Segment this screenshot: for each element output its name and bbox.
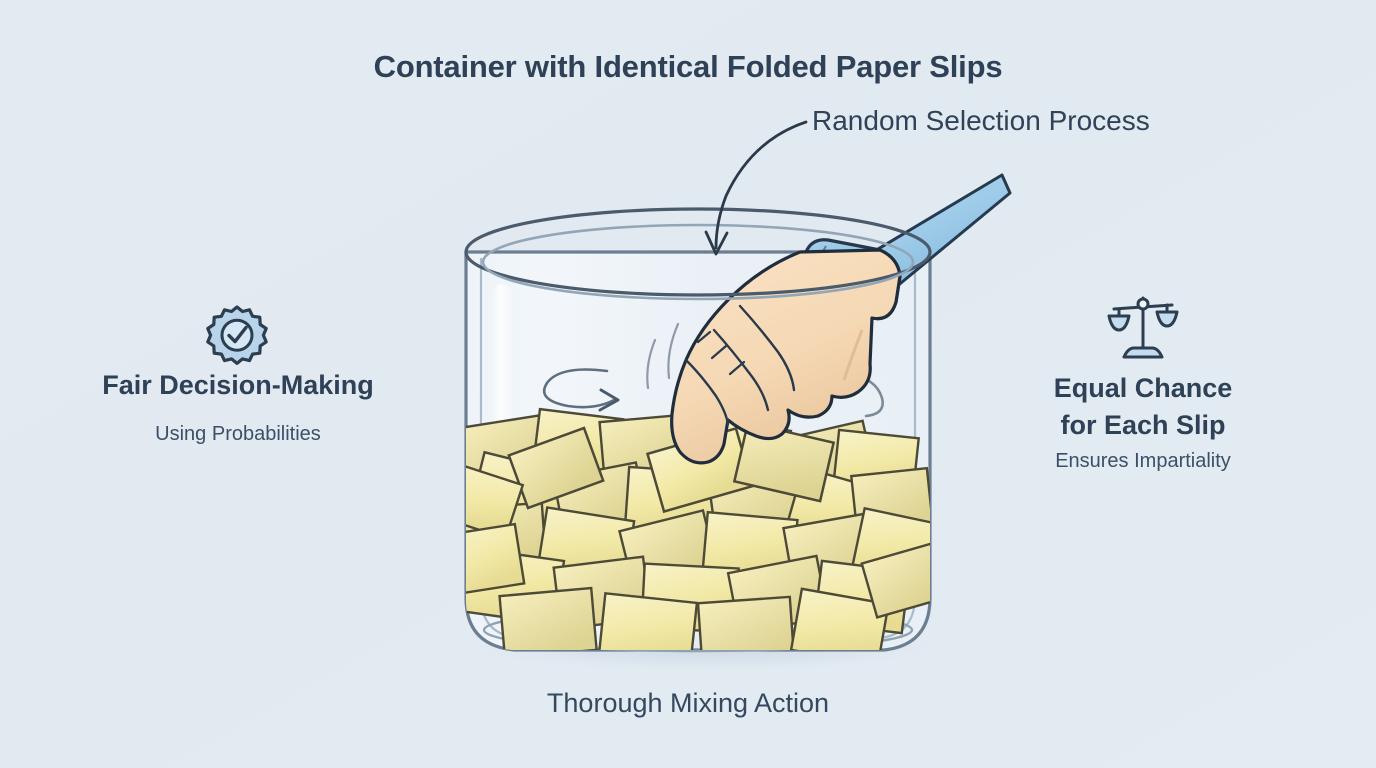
mixing-arrow-left	[542, 368, 620, 412]
slip	[466, 522, 526, 598]
hand-reaching-in	[670, 173, 1012, 465]
annotation-arrowhead	[704, 230, 729, 256]
gear-check-icon	[202, 303, 272, 373]
jar-rim-inner	[481, 223, 915, 301]
slip	[860, 541, 930, 619]
annotation-arrow	[714, 120, 808, 250]
annotation-label: Random Selection Process	[812, 105, 1150, 136]
slip	[597, 592, 699, 650]
jar-rim-outer	[464, 207, 932, 297]
right-callout-heading: Equal Chance for Each Slip	[950, 370, 1336, 445]
balance-scale-icon	[1106, 292, 1180, 366]
bottom-caption: Thorough Mixing Action	[546, 688, 830, 718]
slip	[498, 586, 598, 650]
motion-ticks	[646, 322, 680, 390]
page-title: Container with Identical Folded Paper Sl…	[373, 49, 1003, 84]
right-callout-subtext: Ensures Impartiality	[1055, 450, 1231, 472]
slip	[789, 587, 890, 650]
right-callout-heading-line1: Equal Chance	[1053, 373, 1233, 403]
slip	[696, 595, 796, 650]
slip	[507, 426, 605, 510]
left-callout-subtext: Using Probabilities	[155, 423, 321, 445]
paper-slips-group	[466, 407, 930, 650]
left-callout-heading: Fair Decision-Making	[102, 370, 374, 400]
right-callout-heading-line2: for Each Slip	[1060, 410, 1226, 441]
slip	[466, 460, 525, 540]
slip	[732, 421, 836, 503]
